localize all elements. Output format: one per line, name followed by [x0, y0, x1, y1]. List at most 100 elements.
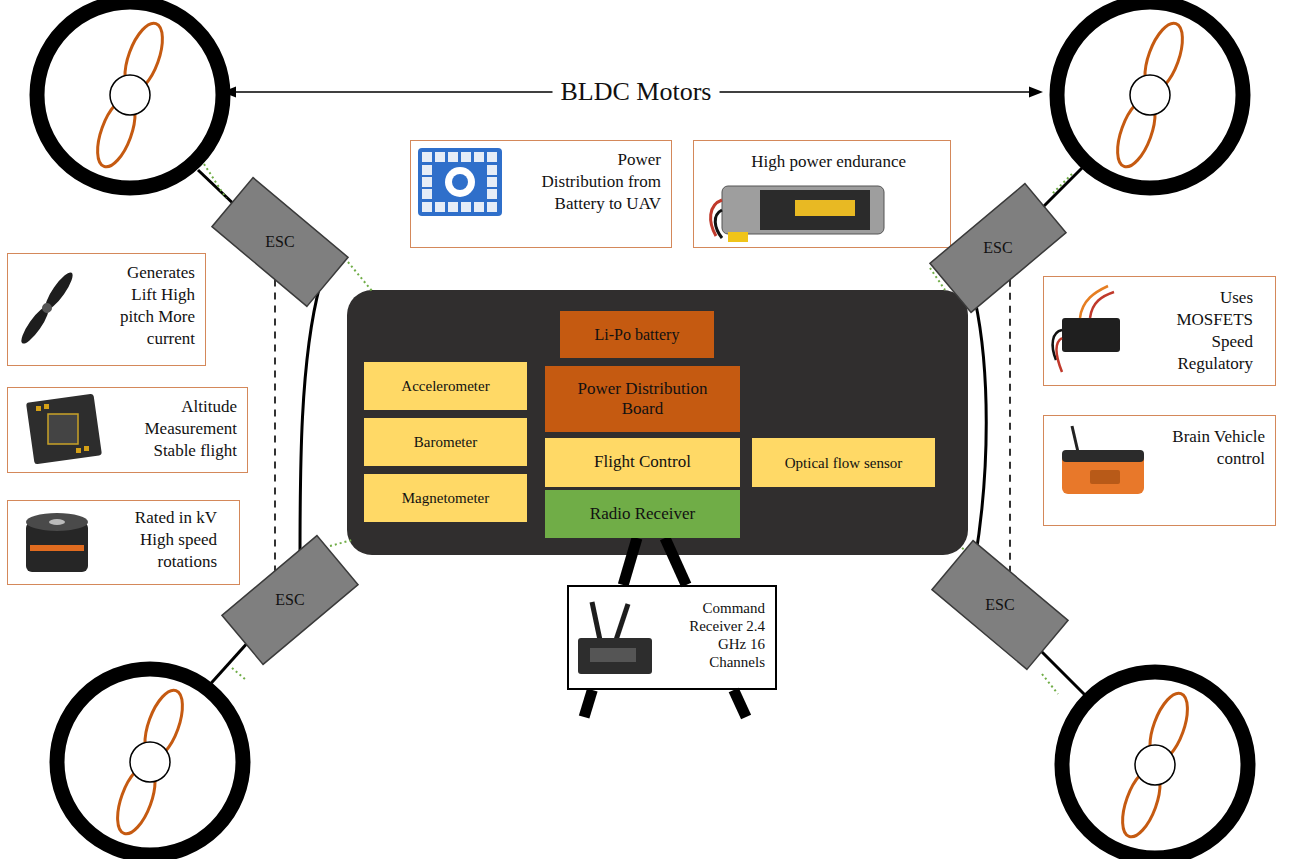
flight-controller-board-icon	[36, 406, 41, 411]
power-distribution-board-icon	[422, 177, 432, 187]
bldc-motor	[1135, 745, 1175, 785]
component-label: Altitude Measurement Stable flight	[127, 396, 237, 462]
motor-icon	[26, 513, 88, 531]
propeller-icon	[17, 269, 76, 346]
esc-shape	[930, 184, 1066, 313]
component-label: Command Receiver 2.4 GHz 16 Channels	[685, 599, 765, 671]
stand-leg	[734, 690, 746, 717]
component-label: Brain Vehicle control	[1165, 426, 1265, 470]
esc-icon	[1056, 338, 1062, 372]
command-receiver-icon	[578, 602, 652, 674]
callout-box: Rated in kV High speed rotations	[7, 500, 240, 585]
component-box: Power Distribution Board	[545, 366, 740, 432]
esc-label: ESC	[275, 591, 304, 609]
esc-icon	[1090, 292, 1114, 318]
bldc-motor	[1057, 2, 1243, 188]
motor-icon	[49, 519, 65, 525]
flight-controller-board-icon	[36, 404, 89, 453]
airframe-body	[347, 290, 968, 555]
power-distribution-board-icon	[435, 152, 445, 162]
component-label: Magnetometer	[402, 489, 489, 507]
signal-wire	[204, 164, 226, 198]
component-label: High power endurance	[751, 151, 906, 173]
frame-arm	[1040, 165, 1085, 210]
power-distribution-board-icon	[418, 148, 502, 216]
power-distribution-board-icon	[487, 152, 497, 162]
component-label: Power Distribution from Battery to UAV	[539, 149, 661, 215]
signal-wire	[1042, 674, 1058, 694]
lipo-battery-icon	[728, 232, 748, 242]
bldc-motor	[110, 75, 150, 115]
power-distribution-board-icon	[422, 152, 497, 212]
component-label: Rated in kV High speed rotations	[122, 507, 217, 573]
stand-leg	[584, 690, 746, 717]
bldc-motor	[1057, 2, 1243, 188]
power-distribution-board-icon	[448, 152, 458, 162]
power-distribution-board-icon	[461, 152, 471, 162]
power-distribution-board-icon	[422, 152, 432, 162]
bldc-motor	[37, 2, 223, 188]
frame-arm	[975, 300, 986, 560]
component-label: Uses MOSFETS Speed Regulatory	[1168, 287, 1253, 375]
frame-arm	[1035, 645, 1090, 700]
esc-icon	[1053, 286, 1120, 372]
flight-controller-board-icon	[44, 404, 49, 409]
component-label: Accelerometer	[401, 377, 489, 395]
esc-box: ESC	[220, 533, 360, 667]
component-box: Accelerometer	[364, 362, 527, 410]
bldc-motor	[1110, 18, 1190, 171]
command-receiver-icon	[616, 604, 628, 640]
signal-wire	[1052, 174, 1072, 194]
connector	[274, 280, 276, 571]
esc-box: ESC	[928, 181, 1068, 315]
component-label: Power Distribution Board	[568, 379, 718, 420]
esc-shape	[212, 178, 348, 307]
component-box: Flight Control	[545, 438, 740, 487]
power-distribution-board-icon	[461, 202, 471, 212]
lipo-battery-icon	[795, 200, 855, 216]
connector	[1009, 280, 1011, 572]
command-receiver-icon	[578, 638, 652, 674]
dimension-arrow	[1029, 87, 1043, 98]
flight-controller-board-icon	[26, 394, 102, 465]
lipo-battery-icon	[715, 210, 722, 238]
power-distribution-board-icon	[448, 202, 458, 212]
lipo-battery-icon	[722, 186, 884, 234]
component-box: Radio Receiver	[545, 490, 740, 538]
flight-controller-icon	[1090, 470, 1120, 484]
power-distribution-board-icon	[474, 152, 484, 162]
receiver-callout-box: Command Receiver 2.4 GHz 16 Channels	[567, 585, 777, 690]
power-distribution-board-icon	[445, 167, 475, 197]
dimension-arrow	[222, 87, 236, 98]
flight-controller-icon	[1072, 426, 1078, 452]
component-box: Magnetometer	[364, 474, 527, 522]
callout-box: Uses MOSFETS Speed Regulatory	[1043, 276, 1276, 386]
motor-icon	[30, 545, 84, 551]
component-label: Optical flow sensor	[785, 454, 902, 472]
bldc-motor	[110, 685, 190, 838]
esc-icon	[1062, 318, 1120, 352]
esc-shape	[222, 536, 358, 665]
command-receiver-icon	[592, 602, 600, 640]
bldc-motor	[1062, 672, 1248, 858]
component-box: Li-Po battery	[560, 311, 714, 358]
esc-box: ESC	[930, 538, 1070, 672]
frame-arm	[300, 285, 320, 560]
bldc-motor	[1115, 688, 1195, 841]
component-label: Generates Lift High pitch More current	[103, 262, 195, 350]
bldc-motor	[57, 669, 243, 855]
power-distribution-board-icon	[452, 174, 468, 190]
signal-wire	[330, 540, 352, 546]
bldc-motor	[1130, 75, 1170, 115]
esc-label: ESC	[983, 239, 1012, 257]
power-distribution-board-icon	[487, 165, 497, 175]
propeller-icon	[40, 301, 54, 315]
component-box: Barometer	[364, 418, 527, 466]
callout-box: Brain Vehicle control	[1043, 415, 1276, 526]
component-label: Barometer	[414, 433, 477, 451]
power-distribution-board-icon	[487, 189, 497, 199]
power-distribution-board-icon	[422, 202, 432, 212]
bldc-motor	[37, 2, 223, 188]
component-label: Flight Control	[594, 452, 691, 472]
component-box: Optical flow sensor	[752, 438, 935, 487]
